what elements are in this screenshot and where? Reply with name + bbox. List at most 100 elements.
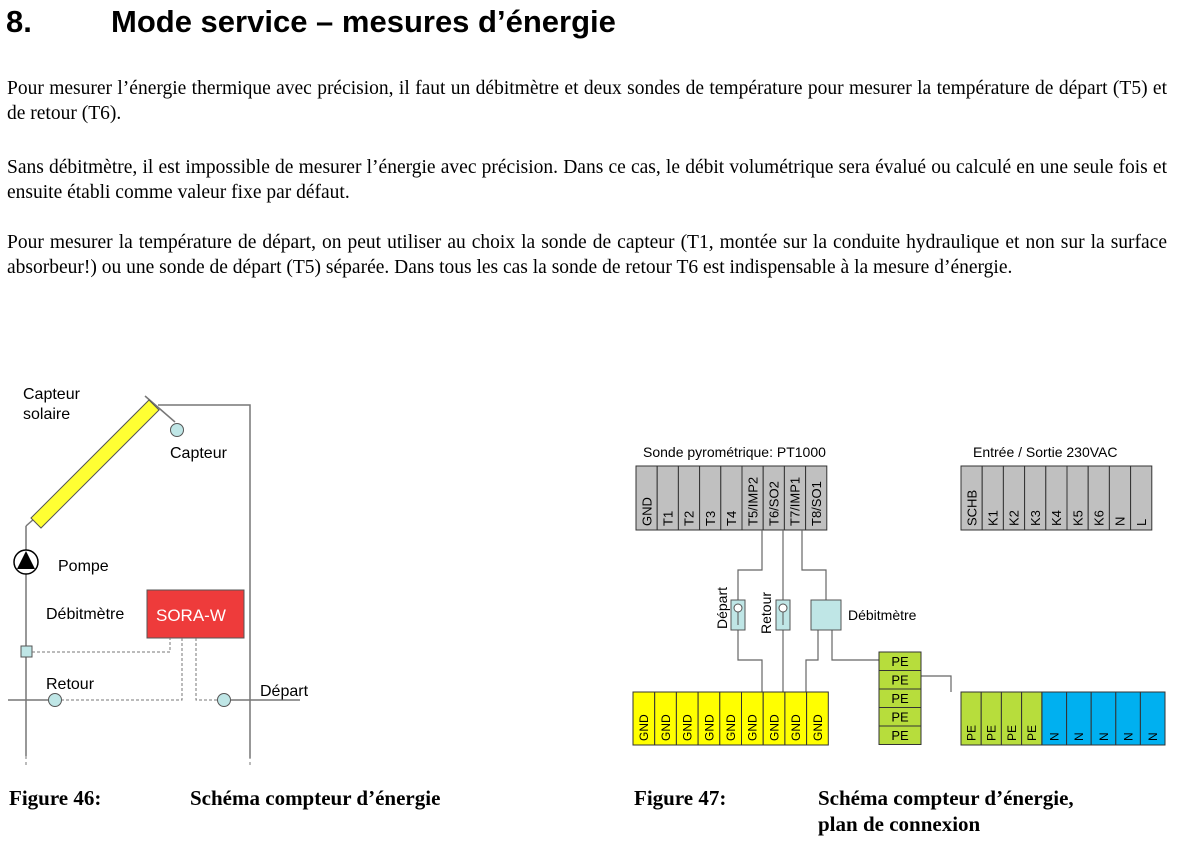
gnd-terminal-1: GND — [654, 691, 677, 746]
n-terminal-2: N — [1090, 691, 1117, 746]
power-terminal-1-label: K1 — [985, 510, 1000, 526]
sensor-block-title: Sonde pyrométrique: PT1000 — [643, 444, 826, 460]
pe-stack-item-0: PE — [878, 651, 922, 671]
pe-stack-item-4: PE — [878, 725, 922, 745]
gnd-terminal-0: GND — [632, 691, 656, 746]
section-heading: 8. Mode service – mesures d’énergie — [6, 4, 616, 40]
section-title: Mode service – mesures d’énergie — [111, 4, 616, 39]
power-terminal-2-label: K2 — [1007, 510, 1022, 526]
sensor-terminal-3: T3 — [699, 465, 722, 531]
gnd-terminal-2: GND — [675, 691, 699, 746]
figure-46-caption-text: Schéma compteur d’énergie — [190, 786, 441, 810]
pe-terminal-0-label: PE — [964, 725, 978, 741]
power-terminal-7: N — [1108, 465, 1132, 531]
flowmeter-icon — [20, 645, 33, 658]
gnd-terminal-8-label: GND — [811, 714, 825, 741]
power-terminal-1: K1 — [981, 465, 1004, 531]
power-block-title: Entrée / Sortie 230VAC — [973, 444, 1117, 460]
gnd-terminal-1-label: GND — [659, 714, 673, 741]
sensor-terminal-6: T6/SO2 — [762, 465, 785, 531]
power-terminal-0: SCHB — [960, 465, 983, 531]
pe-terminal-0: PE — [960, 691, 982, 746]
gnd-terminal-8: GND — [806, 691, 829, 746]
pe-stack-item-1-label: PE — [891, 672, 909, 687]
power-terminal-4-label: K4 — [1049, 510, 1064, 526]
collector-sensor-icon — [170, 423, 184, 437]
sensor-terminal-8: T8/SO1 — [805, 465, 828, 531]
pe-stack-item-2: PE — [878, 688, 922, 708]
paragraph-2: Sans débitmètre, il est impossible de me… — [7, 157, 1167, 203]
power-terminal-5-label: K5 — [1070, 510, 1085, 526]
pe-stack-item-0-label: PE — [891, 654, 909, 669]
gnd-terminal-2-label: GND — [681, 714, 695, 741]
return-label: Retour — [46, 676, 95, 693]
pe-terminal-2: PE — [1000, 691, 1023, 746]
flow-sensor-icon — [217, 693, 231, 707]
power-terminal-6: K6 — [1087, 465, 1110, 531]
n-terminal-3-label: N — [1121, 732, 1135, 741]
section-number: 8. — [6, 4, 32, 39]
pe-terminal-1-label: PE — [985, 725, 999, 741]
gnd-terminal-6-label: GND — [767, 714, 781, 741]
n-terminal-1: N — [1066, 691, 1092, 746]
n-terminal-3: N — [1115, 691, 1141, 746]
figure-47-caption-text-1: Schéma compteur d’énergie, — [818, 786, 1074, 810]
pe-stack-item-2-label: PE — [891, 691, 909, 706]
figure-47-caption-label: Figure 47: — [634, 786, 727, 810]
sensor-terminal-2-label: T2 — [682, 511, 697, 526]
sensor-terminal-4: T4 — [720, 465, 743, 531]
n-terminal-4: N — [1139, 691, 1166, 746]
flowmeter-label: Débitmètre — [46, 606, 124, 623]
depart-label: Départ — [714, 587, 730, 629]
n-terminal-0: N — [1041, 691, 1068, 746]
gnd-terminal-4-label: GND — [724, 714, 738, 741]
power-terminal-8: L — [1130, 465, 1153, 531]
pe-stack-item-3-label: PE — [891, 709, 909, 724]
gnd-terminal-7: GND — [784, 691, 808, 746]
collector-label-1: Capteur — [23, 386, 81, 403]
flow-label: Départ — [260, 683, 309, 700]
pe-stack-item-4-label: PE — [891, 728, 909, 743]
gnd-terminal-0-label: GND — [637, 714, 651, 741]
figure-47-diagram: Sonde pyrométrique: PT1000 Entrée / Sort… — [632, 444, 1166, 746]
sensor-terminal-1: T1 — [656, 465, 679, 531]
n-terminal-2-label: N — [1097, 732, 1111, 741]
gnd-terminal-7-label: GND — [789, 714, 803, 741]
power-terminal-5: K5 — [1066, 465, 1089, 531]
device-label: SORA-W — [156, 606, 226, 625]
pe-terminal-1: PE — [980, 691, 1002, 746]
sensor-terminal-4-label: T4 — [724, 511, 739, 526]
depart-sensor-icon — [730, 599, 746, 631]
power-terminal-3: K3 — [1024, 465, 1047, 531]
pe-stack-item-1: PE — [878, 670, 922, 690]
sensor-terminal-7-label: T7/IMP1 — [788, 477, 803, 526]
gnd-terminal-3: GND — [697, 691, 721, 746]
sora-w-device — [146, 589, 245, 639]
figure-46-caption-label: Figure 46: — [9, 786, 102, 810]
figure-47-caption-text-2: plan de connexion — [818, 812, 981, 836]
sensor-terminal-3-label: T3 — [703, 511, 718, 526]
figure-46-diagram: Capteur solaire Capteur Pompe Débitmètre… — [8, 386, 309, 768]
gnd-terminal-4: GND — [719, 691, 742, 746]
n-terminal-4-label: N — [1146, 732, 1160, 741]
wiring — [737, 530, 952, 692]
paragraph-3: Pour mesurer la température de départ, o… — [7, 232, 1167, 278]
pe-stack-item-3: PE — [878, 707, 922, 727]
power-terminal-0-label: SCHB — [964, 490, 979, 526]
sensor-terminal-1-label: T1 — [660, 511, 675, 526]
sensor-terminal-5: T5/IMP2 — [741, 465, 764, 531]
power-terminal-8-label: L — [1134, 519, 1149, 526]
power-terminal-4: K4 — [1045, 465, 1068, 531]
pe-terminal-2-label: PE — [1005, 725, 1019, 741]
flowmeter-label: Débitmètre — [848, 607, 917, 623]
sensor-terminal-8-label: T8/SO1 — [809, 481, 824, 526]
retour-label: Retour — [758, 592, 774, 634]
return-sensor-icon — [48, 693, 62, 707]
pump-label: Pompe — [58, 558, 109, 575]
sensor-terminal-0: GND — [635, 465, 658, 531]
power-terminal-3-label: K3 — [1028, 510, 1043, 526]
